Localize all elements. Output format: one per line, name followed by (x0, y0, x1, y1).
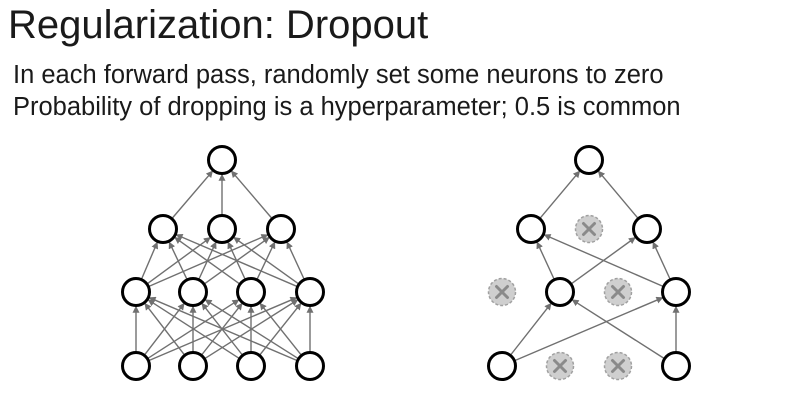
dropout-network-diagram (487, 145, 691, 381)
dropped-neuron-icon (574, 214, 604, 244)
neuron-node (295, 351, 325, 381)
bullet-drop-probability: Probability of dropping is a hyperparame… (13, 93, 681, 121)
neuron-node (148, 214, 178, 244)
connection-arrow (509, 302, 552, 356)
full-network-nodes (121, 145, 325, 381)
connection-arrow (233, 236, 300, 285)
full-network-edges (132, 170, 314, 362)
connection-arrow (174, 236, 241, 285)
slide-title: Regularization: Dropout (8, 3, 429, 47)
connection-arrow (204, 299, 299, 360)
connection-arrow (147, 299, 241, 360)
connection-arrow (144, 302, 186, 356)
neuron-node (121, 351, 151, 381)
dropout-network-edges (509, 170, 680, 362)
neuron-node (545, 277, 575, 307)
neuron-node (661, 351, 691, 381)
connection-arrow (286, 241, 305, 281)
neuron-node (632, 214, 662, 244)
connection-arrow (597, 170, 639, 220)
dropout-network-nodes (487, 145, 691, 381)
connection-arrow (536, 241, 555, 281)
neuron-node (236, 351, 266, 381)
dropped-neuron-icon (545, 351, 575, 381)
neuron-node (266, 214, 296, 244)
neuron-node (178, 351, 208, 381)
connection-arrow (571, 299, 665, 360)
connection-arrow (230, 170, 273, 220)
bullet-forward-pass: In each forward pass, randomly set some … (13, 61, 664, 89)
dropped-neuron-icon (603, 277, 633, 307)
full-network-diagram (121, 145, 325, 381)
neuron-node (207, 214, 237, 244)
connection-arrow (514, 296, 664, 362)
neuron-node (574, 145, 604, 175)
dropped-neuron-icon (487, 277, 517, 307)
neuron-node (207, 145, 237, 175)
connection-arrow (652, 241, 671, 281)
dropped-neuron-icon (603, 351, 633, 381)
connection-arrow (171, 170, 214, 220)
neuron-node (487, 351, 517, 381)
neuron-node (295, 277, 325, 307)
connection-arrow (259, 302, 303, 356)
connection-arrow (539, 170, 581, 220)
connection-arrow (175, 233, 298, 288)
neuron-node (516, 214, 546, 244)
neuron-node (661, 277, 691, 307)
neuron-node (178, 277, 208, 307)
connection-arrow (543, 234, 664, 288)
connection-arrow (140, 241, 159, 280)
connection-arrow (148, 296, 298, 362)
neuron-node (121, 277, 151, 307)
connection-arrow (168, 241, 188, 281)
neuron-node (236, 277, 266, 307)
